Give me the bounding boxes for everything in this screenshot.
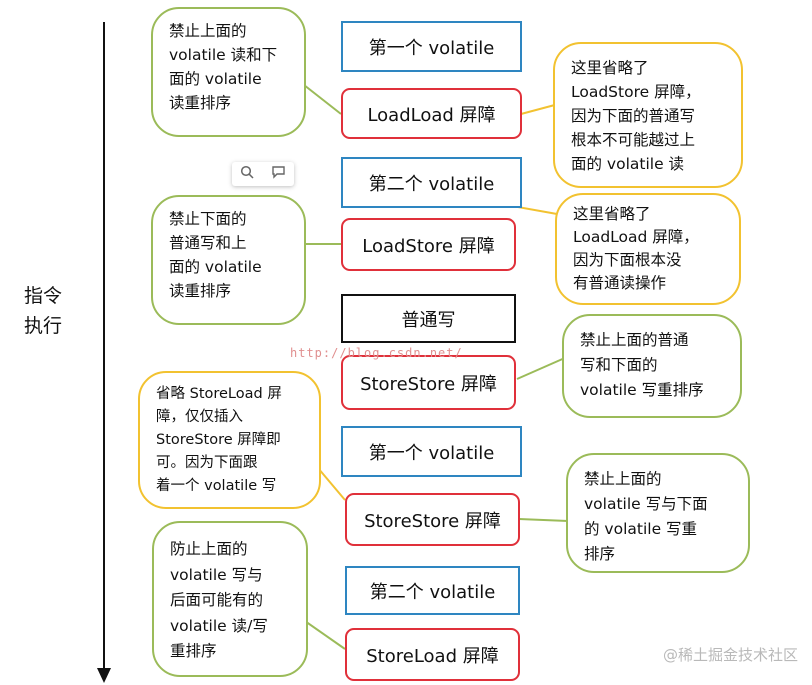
callout-c5: 禁止上面的普通 写和下面的 volatile 写重排序: [562, 314, 742, 418]
callout-c2-line: 根本不可能越过上: [571, 131, 696, 149]
watermark-url: http://blog.csdn.net/: [290, 346, 463, 360]
callout-c4: 这里省略了 LoadLoad 屏障， 因为下面根本没 有普通读操作: [555, 193, 741, 305]
callout-c7-line: 的 volatile 写重: [584, 520, 698, 538]
callout-c4-line: 因为下面根本没: [573, 251, 682, 269]
execution-axis-arrowhead: [97, 668, 111, 683]
callout-c8-line: 防止上面的: [170, 540, 248, 558]
callout-c1-line: 读重排序: [169, 94, 232, 112]
callout-c8-line: volatile 写与: [170, 565, 263, 584]
callout-c3-line: 读重排序: [169, 282, 232, 300]
box-loadstore-barrier: LoadStore 屏障: [341, 218, 516, 271]
callout-c7-line: 禁止上面的: [584, 470, 662, 488]
search-icon[interactable]: [240, 165, 254, 183]
callout-c2-line: 面的 volatile 读: [571, 155, 685, 173]
brand-watermark: @稀土掘金技术社区: [662, 646, 798, 664]
callout-c8-line: 重排序: [170, 642, 217, 660]
callout-c1-line: volatile 读和下: [169, 46, 278, 64]
comment-icon[interactable]: [271, 165, 286, 183]
callout-c6: 省略 StoreLoad 屏 障，仅仅插入 StoreStore 屏障即 可。因…: [138, 371, 321, 509]
callout-c4-line: 这里省略了: [573, 205, 651, 223]
callout-c6-line: StoreStore 屏障即: [156, 432, 281, 448]
callout-c2-line: 这里省略了: [571, 59, 649, 77]
box-storestore-barrier-1: StoreStore 屏障: [341, 355, 516, 410]
image-toolbar: [232, 162, 294, 186]
axis-label-line1: 指令: [24, 285, 63, 307]
pointer-c7: [518, 518, 569, 522]
callout-c8-line: volatile 读/写: [170, 616, 268, 635]
pointer-c5: [516, 356, 568, 380]
callout-c5-line: volatile 写重排序: [580, 381, 704, 399]
callout-c2: 这里省略了 LoadStore 屏障， 因为下面的普通写 根本不可能越过上 面的…: [553, 42, 743, 188]
box-first-volatile-read: 第一个 volatile: [341, 21, 522, 72]
box-normal-write: 普通写: [341, 294, 516, 343]
callout-c1-line: 面的 volatile: [169, 70, 262, 88]
box-loadload-barrier: LoadLoad 屏障: [341, 88, 522, 139]
axis-label-line2: 执行: [24, 315, 63, 337]
callout-c1: 禁止上面的 volatile 读和下 面的 volatile 读重排序: [151, 7, 306, 137]
box-second-volatile-write: 第二个 volatile: [345, 566, 520, 615]
callout-c3-line: 面的 volatile: [169, 258, 262, 276]
callout-c4-line: 有普通读操作: [573, 274, 667, 292]
axis-label: 指令 执行: [24, 281, 62, 341]
callout-c3-line: 禁止下面的: [169, 210, 247, 228]
callout-c6-line: 省略 StoreLoad 屏: [156, 386, 282, 402]
callout-c3: 禁止下面的 普通写和上 面的 volatile 读重排序: [151, 195, 306, 325]
callout-c8-line: 后面可能有的: [170, 591, 264, 609]
box-second-volatile-read: 第二个 volatile: [341, 157, 522, 208]
callout-c7-line: volatile 写与下面: [584, 495, 708, 513]
callout-c6-line: 着一个 volatile 写: [156, 478, 277, 494]
callout-c3-line: 普通写和上: [169, 234, 247, 252]
callout-c1-line: 禁止上面的: [169, 22, 247, 40]
callout-c5-line: 写和下面的: [580, 356, 658, 374]
callout-c6-line: 可。因为下面跟: [156, 455, 258, 471]
callout-c2-line: 因为下面的普通写: [571, 107, 696, 125]
callout-c2-line: LoadStore 屏障，: [571, 83, 701, 101]
callout-c4-line: LoadLoad 屏障，: [573, 228, 699, 246]
callout-c7: 禁止上面的 volatile 写与下面 的 volatile 写重 排序: [566, 453, 750, 573]
box-storestore-barrier-2: StoreStore 屏障: [345, 493, 520, 546]
callout-c8: 防止上面的 volatile 写与 后面可能有的 volatile 读/写 重排…: [152, 521, 308, 677]
box-storeload-barrier: StoreLoad 屏障: [345, 628, 520, 681]
callout-c5-line: 禁止上面的普通: [580, 331, 689, 349]
callout-c7-line: 排序: [584, 545, 616, 563]
box-first-volatile-write: 第一个 volatile: [341, 426, 522, 477]
callout-c6-line: 障，仅仅插入: [156, 409, 243, 425]
pointer-c6: [317, 467, 346, 501]
